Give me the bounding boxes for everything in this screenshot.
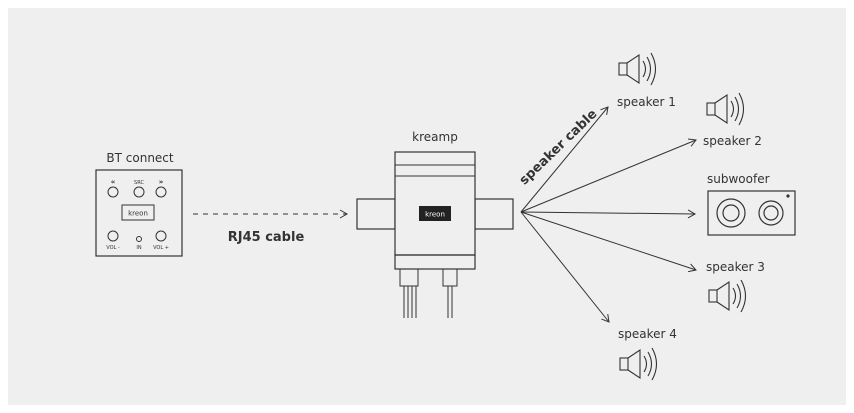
- amp-terminal-right: [442, 268, 458, 287]
- bt-connect-label: BT connect: [106, 151, 174, 165]
- speaker-1-label: speaker 1: [617, 95, 676, 109]
- kreamp-label: kreamp: [412, 130, 458, 144]
- bt-connect-device: « SRC » kreon VOL - IN VOL +: [95, 169, 183, 257]
- bt-logo-box: [121, 204, 155, 221]
- speaker-2-label: speaker 2: [703, 134, 762, 148]
- bt-src-label: SRC: [134, 180, 144, 186]
- bt-in-label: IN: [136, 245, 141, 251]
- speaker-cable-lines: [520, 106, 697, 323]
- kreamp-amplifier: kreon: [356, 151, 514, 318]
- bt-next-label: »: [159, 178, 164, 186]
- bt-prev-label: «: [111, 178, 116, 186]
- amp-right-connector: [474, 198, 514, 230]
- speaker-4-icon: [619, 347, 658, 381]
- subwoofer-label: subwoofer: [707, 172, 770, 186]
- bt-vol-plus-label: VOL +: [153, 245, 169, 251]
- speaker-3-label: speaker 3: [706, 260, 765, 274]
- amp-left-connector: [356, 198, 396, 230]
- speaker-cable-label: speaker cable: [517, 107, 601, 189]
- amp-terminal-left: [399, 268, 419, 287]
- amp-base: [394, 254, 476, 270]
- amp-logo: kreon: [425, 211, 445, 219]
- rj45-cable-label: RJ45 cable: [228, 230, 305, 245]
- speaker-4-label: speaker 4: [618, 327, 677, 341]
- bt-device-faceplate: [95, 169, 183, 257]
- amp-logo-box: [419, 206, 451, 221]
- bt-src-button: [133, 186, 145, 198]
- bt-vol-minus-button: [107, 230, 119, 242]
- bt-in-indicator: [136, 236, 142, 242]
- speaker-3-icon: [708, 279, 747, 313]
- speaker-1-icon: [618, 52, 657, 86]
- bt-vol-minus-label: VOL -: [106, 245, 120, 251]
- bt-vol-plus-button: [155, 230, 167, 242]
- amp-body: [394, 151, 476, 256]
- bt-prev-button: [107, 186, 119, 198]
- bt-next-button: [155, 186, 167, 198]
- bt-logo: kreon: [128, 210, 148, 218]
- speaker-2-icon: [706, 92, 745, 126]
- subwoofer-icon: [707, 190, 796, 236]
